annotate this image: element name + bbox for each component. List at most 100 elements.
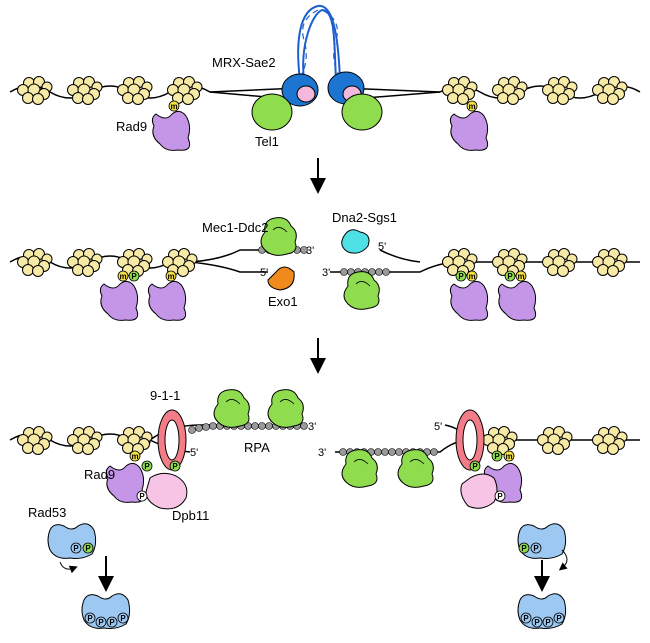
nucleosome [67,426,103,455]
nucleosome [67,76,103,105]
dna2-sgs1-protein [341,229,370,254]
panel-1: m m MRX-Sae2 Tel1 Rad9 [9,4,641,151]
svg-text:P: P [98,618,104,627]
nucleosome [482,426,518,455]
label-rad9: Rad9 [116,119,147,134]
panel-3: m P P P P m P P P P P P P P P P P P P P … [9,388,640,629]
phospho-mark: P [520,612,532,624]
phospho-mark: P [530,542,542,554]
mrx-complex-left [281,73,319,107]
rad9-protein [151,110,191,151]
phospho-mark: P [84,612,96,624]
svg-text:m: m [170,102,177,111]
nucleosome [592,76,628,105]
phospho-mark: P [553,612,565,624]
svg-text:P: P [458,272,464,281]
nucleosome [537,426,573,455]
label-mec1-ddc2: Mec1-Ddc2 [202,220,268,235]
nine-one-one-clamp-left [157,409,187,471]
svg-text:m: m [505,452,512,461]
svg-text:P: P [556,614,562,623]
methyl-mark: m [168,100,180,112]
svg-text:P: P [523,614,529,623]
green-protein [343,271,380,310]
methyl-mark: m [165,270,177,282]
phospho-mark: P [95,616,107,628]
methyl-mark: m [466,270,478,282]
label-exo1: Exo1 [268,294,298,309]
rpa-protein [267,389,304,428]
phospho-mark-white: P [136,490,148,502]
phospho-mark: P [117,612,129,624]
rad9-protein [497,280,537,321]
svg-text:P: P [521,544,527,553]
label-rpa: RPA [244,440,270,455]
nucleosome [442,76,478,105]
svg-text:P: P [85,544,91,553]
phospho-mark: P [169,460,181,472]
nucleosome [592,248,628,277]
end-label-3prime: 3' [322,267,330,279]
svg-text:P: P [73,544,79,553]
rpa-protein [213,389,250,428]
phospho-mark: P [82,542,94,554]
svg-text:P: P [144,462,150,471]
svg-text:P: P [497,492,503,501]
svg-text:m: m [131,452,138,461]
curved-arrow [59,561,78,574]
panel-2: m P m P m P m Mec1-Ddc2 Dna2-Sgs1 Exo1 3… [9,210,640,321]
end-label-3prime: 3' [308,421,316,433]
phospho-mark: P [518,542,530,554]
end-label-5prime: 5' [260,267,268,279]
phospho-mark: P [542,616,554,628]
label-9-1-1: 9-1-1 [150,388,180,403]
phospho-mark: P [455,270,467,282]
rad9-protein [147,280,187,321]
nucleosome [542,248,578,277]
label-dna2-sgs1: Dna2-Sgs1 [332,210,397,225]
svg-text:P: P [533,544,539,553]
end-label-3prime: 3' [318,447,326,459]
phospho-mark: P [469,460,481,472]
nucleosome [542,76,578,105]
svg-text:m: m [468,102,475,111]
nucleosome [592,426,628,455]
tel1-right [341,93,383,131]
svg-text:P: P [131,272,137,281]
svg-text:P: P [139,492,145,501]
rad9-protein [99,280,139,321]
nucleosome [17,426,53,455]
dpb11-protein [460,473,498,509]
svg-text:m: m [167,272,174,281]
nucleosome [17,76,53,105]
phospho-mark-white: P [494,490,506,502]
tel1-left [251,93,293,131]
rad9-protein [449,280,489,321]
dpb11-protein [145,472,188,510]
label-mrx-sae2: MRX-Sae2 [212,55,276,70]
svg-text:m: m [119,272,126,281]
nucleosome [492,76,528,105]
nucleosome [117,426,153,455]
label-rad53: Rad53 [28,505,66,520]
nucleosome [167,76,203,105]
rad9-protein [449,110,489,151]
end-label-5prime: 5' [434,421,442,433]
nucleosome [17,248,53,277]
methyl-mark: m [129,450,141,462]
label-rad9: Rad9 [84,467,115,482]
end-label-3prime: 3' [306,245,314,257]
phospho-mark: P [70,542,82,554]
svg-text:m: m [517,272,524,281]
svg-text:P: P [109,618,115,627]
nucleosome [67,248,103,277]
svg-text:P: P [545,618,551,627]
end-label-5prime: 5' [190,447,198,459]
svg-text:P: P [120,614,126,623]
curved-arrow [558,549,568,571]
nine-one-one-clamp-right [455,409,485,471]
svg-text:P: P [87,614,93,623]
phospho-mark: P [128,270,140,282]
